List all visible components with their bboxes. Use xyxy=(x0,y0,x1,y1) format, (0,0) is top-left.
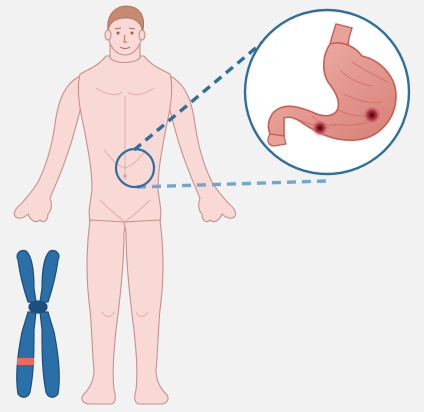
right-ear xyxy=(139,30,145,40)
chromosome-arm-lower-left xyxy=(17,312,36,397)
right-leg xyxy=(124,220,168,404)
chromosome xyxy=(17,251,59,398)
lesion-right-core xyxy=(370,113,374,117)
left-leg xyxy=(82,220,126,404)
chromosome-arm-upper-right xyxy=(40,251,59,302)
duodenum xyxy=(268,134,286,146)
lesion-left-core xyxy=(318,126,322,130)
right-arm xyxy=(168,76,236,222)
chromosome-centromere xyxy=(29,301,47,313)
left-arm xyxy=(14,76,82,222)
callout-line-lower xyxy=(137,181,326,187)
left-ear xyxy=(105,30,111,40)
chromosome-marked-band xyxy=(17,358,34,365)
chromosome-arm-lower-right xyxy=(40,312,59,397)
magnified-inset xyxy=(245,10,409,174)
chromosome-arm-upper-left xyxy=(17,251,36,302)
